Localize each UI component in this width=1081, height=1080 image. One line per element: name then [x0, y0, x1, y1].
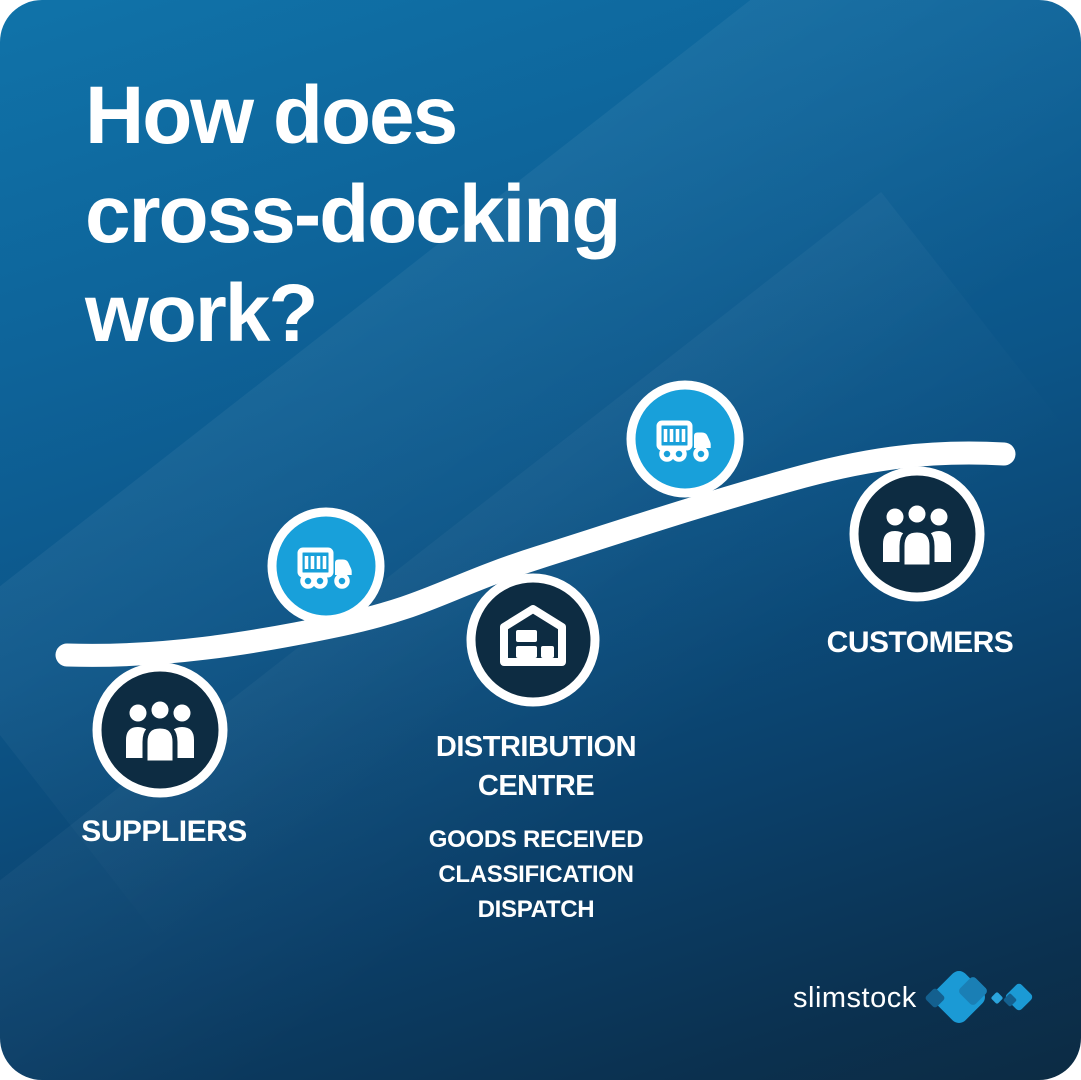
- page-title: How does cross-docking work?: [85, 66, 621, 363]
- suppliers-label: SUPPLIERS: [81, 815, 247, 848]
- truck-icon: [297, 547, 352, 589]
- warehouse-icon: [500, 605, 566, 666]
- people-group-icon: [883, 501, 951, 570]
- distribution-steps-list: GOODS RECEIVED CLASSIFICATION DISPATCH: [429, 822, 644, 927]
- customers-node: [849, 466, 985, 602]
- logo-text: slimstock: [793, 982, 917, 1014]
- distribution-centre-label-line-1: DISTRIBUTION: [435, 731, 637, 763]
- flow-curve: [55, 441, 1016, 667]
- title-line-1: How does: [85, 70, 458, 161]
- distribution-centre-label-line-2: CENTRE: [477, 770, 595, 802]
- customers-label: CUSTOMERS: [826, 626, 1014, 659]
- slimstock-logo-mark-icon: [925, 971, 1033, 1023]
- distribution-centre-label: DISTRIBUTION CENTRE: [435, 728, 637, 806]
- step-dispatch: DISPATCH: [477, 896, 595, 923]
- title-line-2: cross-docking: [85, 169, 621, 260]
- title-line-3: work?: [85, 268, 318, 359]
- truck-node-2: [626, 380, 744, 498]
- step-classification: CLASSIFICATION: [438, 861, 634, 888]
- suppliers-node: [92, 662, 228, 798]
- step-goods-received: GOODS RECEIVED: [428, 826, 644, 853]
- truck-icon: [656, 420, 711, 462]
- slimstock-logo: slimstock: [790, 960, 1060, 1040]
- people-group-icon: [126, 697, 194, 766]
- distribution-centre-node: [466, 573, 600, 707]
- truck-node-1: [267, 507, 385, 625]
